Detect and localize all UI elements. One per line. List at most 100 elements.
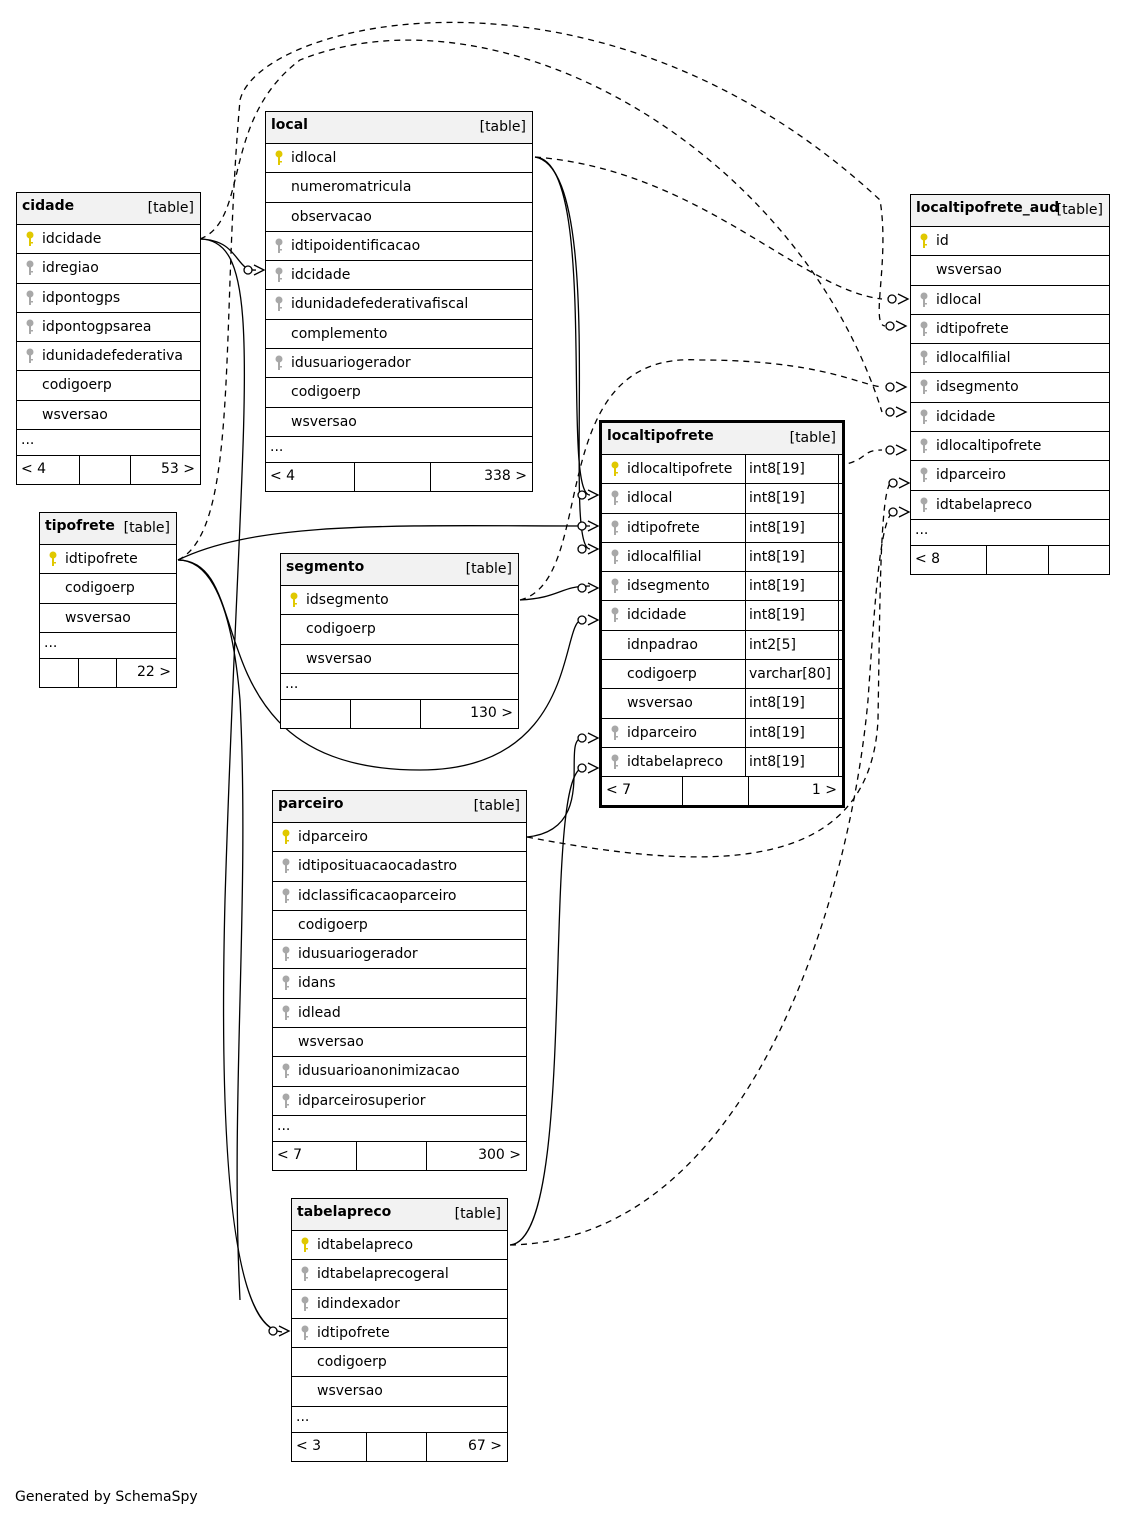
column-row[interactable]: idtipofrete <box>292 1319 507 1349</box>
column-row[interactable]: idlocaltipofrete <box>911 432 1109 462</box>
column-row[interactable]: idunidadefederativafiscal <box>266 290 532 320</box>
column-divider <box>838 601 839 630</box>
column-row[interactable]: idparceiro <box>911 461 1109 491</box>
column-row[interactable]: observacao <box>266 203 532 232</box>
column-row[interactable]: idsegmento <box>911 373 1109 403</box>
parent-count[interactable]: < 4 <box>21 461 47 478</box>
column-row[interactable]: idtabelapreco <box>911 491 1109 520</box>
parent-count[interactable]: < 4 <box>270 467 296 484</box>
column-row[interactable]: idusuariogerador <box>266 349 532 379</box>
parent-count[interactable]: < 7 <box>277 1146 303 1163</box>
column-row[interactable]: idcidade <box>266 261 532 291</box>
column-row[interactable]: wsversao <box>292 1377 507 1407</box>
column-row[interactable]: wsversao <box>281 645 518 674</box>
table-name[interactable]: tabelapreco <box>297 1204 392 1220</box>
column-row[interactable]: idans <box>273 969 526 999</box>
column-row[interactable]: idparceiro <box>273 823 526 853</box>
child-count[interactable]: 53 > <box>161 461 195 478</box>
more-columns[interactable]: ... <box>40 633 176 659</box>
parent-count[interactable]: < 8 <box>915 550 941 567</box>
column-row[interactable]: idsegmento <box>281 586 518 616</box>
column-name: idlocal <box>627 490 673 507</box>
foreign-key-icon <box>301 1325 309 1345</box>
column-row[interactable]: idindexador <box>292 1290 507 1319</box>
column-row[interactable]: complemento <box>266 320 532 350</box>
child-count[interactable]: 338 > <box>484 467 527 484</box>
column-row[interactable]: idtabelaprecogeral <box>292 1260 507 1290</box>
child-count[interactable]: 67 > <box>468 1437 502 1454</box>
column-row[interactable]: idlocal <box>911 286 1109 315</box>
column-row[interactable]: codigoerp <box>273 911 526 941</box>
child-count[interactable]: 22 > <box>137 663 171 680</box>
column-row[interactable]: idcidade <box>17 225 200 255</box>
column-row[interactable]: idparceirosuperior <box>273 1087 526 1116</box>
more-columns[interactable]: ... <box>281 674 518 700</box>
child-count[interactable]: 130 > <box>470 704 513 721</box>
column-row[interactable]: idtipofrete <box>40 545 176 575</box>
column-row[interactable]: idusuarioanonimizacao <box>273 1057 526 1087</box>
column-row[interactable]: idunidadefederativa <box>17 342 200 372</box>
more-columns[interactable]: ... <box>911 520 1109 546</box>
more-columns[interactable]: ... <box>17 430 200 457</box>
column-row[interactable]: idlocalfilial <box>911 344 1109 374</box>
table-name[interactable]: segmento <box>286 559 365 575</box>
table-name[interactable]: localtipofrete_aud <box>916 200 1060 216</box>
column-row[interactable]: idtipofrete <box>911 315 1109 345</box>
column-row[interactable]: numeromatricula <box>266 173 532 203</box>
column-row[interactable]: idregiao <box>17 254 200 284</box>
column-row[interactable]: idlead <box>273 999 526 1029</box>
more-columns[interactable]: ... <box>273 1116 526 1142</box>
more-columns[interactable]: ... <box>266 437 532 463</box>
column-row[interactable]: codigoerp <box>292 1348 507 1378</box>
column-row[interactable]: wsversao <box>266 408 532 437</box>
table-name[interactable]: local <box>271 117 308 133</box>
child-count[interactable]: 1 > <box>811 782 837 799</box>
column-row[interactable]: idlocal <box>266 144 532 174</box>
column-row[interactable]: idpontogps <box>17 284 200 313</box>
table-name[interactable]: tipofrete <box>45 518 115 534</box>
column-row[interactable]: wsversao <box>17 401 200 431</box>
column-row[interactable]: idtipoidentificacao <box>266 232 532 262</box>
table-name[interactable]: cidade <box>22 198 75 214</box>
column-row[interactable]: codigoerp <box>281 615 518 645</box>
table-header: parceiro[table] <box>273 791 526 823</box>
column-row[interactable]: idcidade <box>911 403 1109 433</box>
parent-count[interactable]: < 3 <box>296 1437 322 1454</box>
column-row[interactable]: wsversao <box>40 604 176 633</box>
column-row[interactable]: codigoerp <box>40 574 176 604</box>
column-row[interactable]: idtiposituacaocadastro <box>273 852 526 882</box>
child-count[interactable]: 300 > <box>478 1146 521 1163</box>
column-row[interactable]: idusuariogerador <box>273 940 526 970</box>
table-name[interactable]: localtipofrete <box>607 428 714 444</box>
more-columns[interactable]: ... <box>292 1407 507 1433</box>
column-row[interactable]: idpontogpsarea <box>17 313 200 343</box>
parent-count[interactable]: < 7 <box>606 782 632 799</box>
column-row[interactable]: wsversao <box>911 256 1109 286</box>
column-row[interactable]: codigoerp <box>266 378 532 408</box>
column-row[interactable]: codigoerp <box>17 371 200 401</box>
column-row[interactable]: idtabelapreco <box>292 1231 507 1261</box>
column-row[interactable]: wsversao <box>273 1028 526 1058</box>
table-name[interactable]: parceiro <box>278 796 344 812</box>
column-row[interactable]: idclassificacaoparceiro <box>273 882 526 911</box>
column-row[interactable]: id <box>911 227 1109 257</box>
